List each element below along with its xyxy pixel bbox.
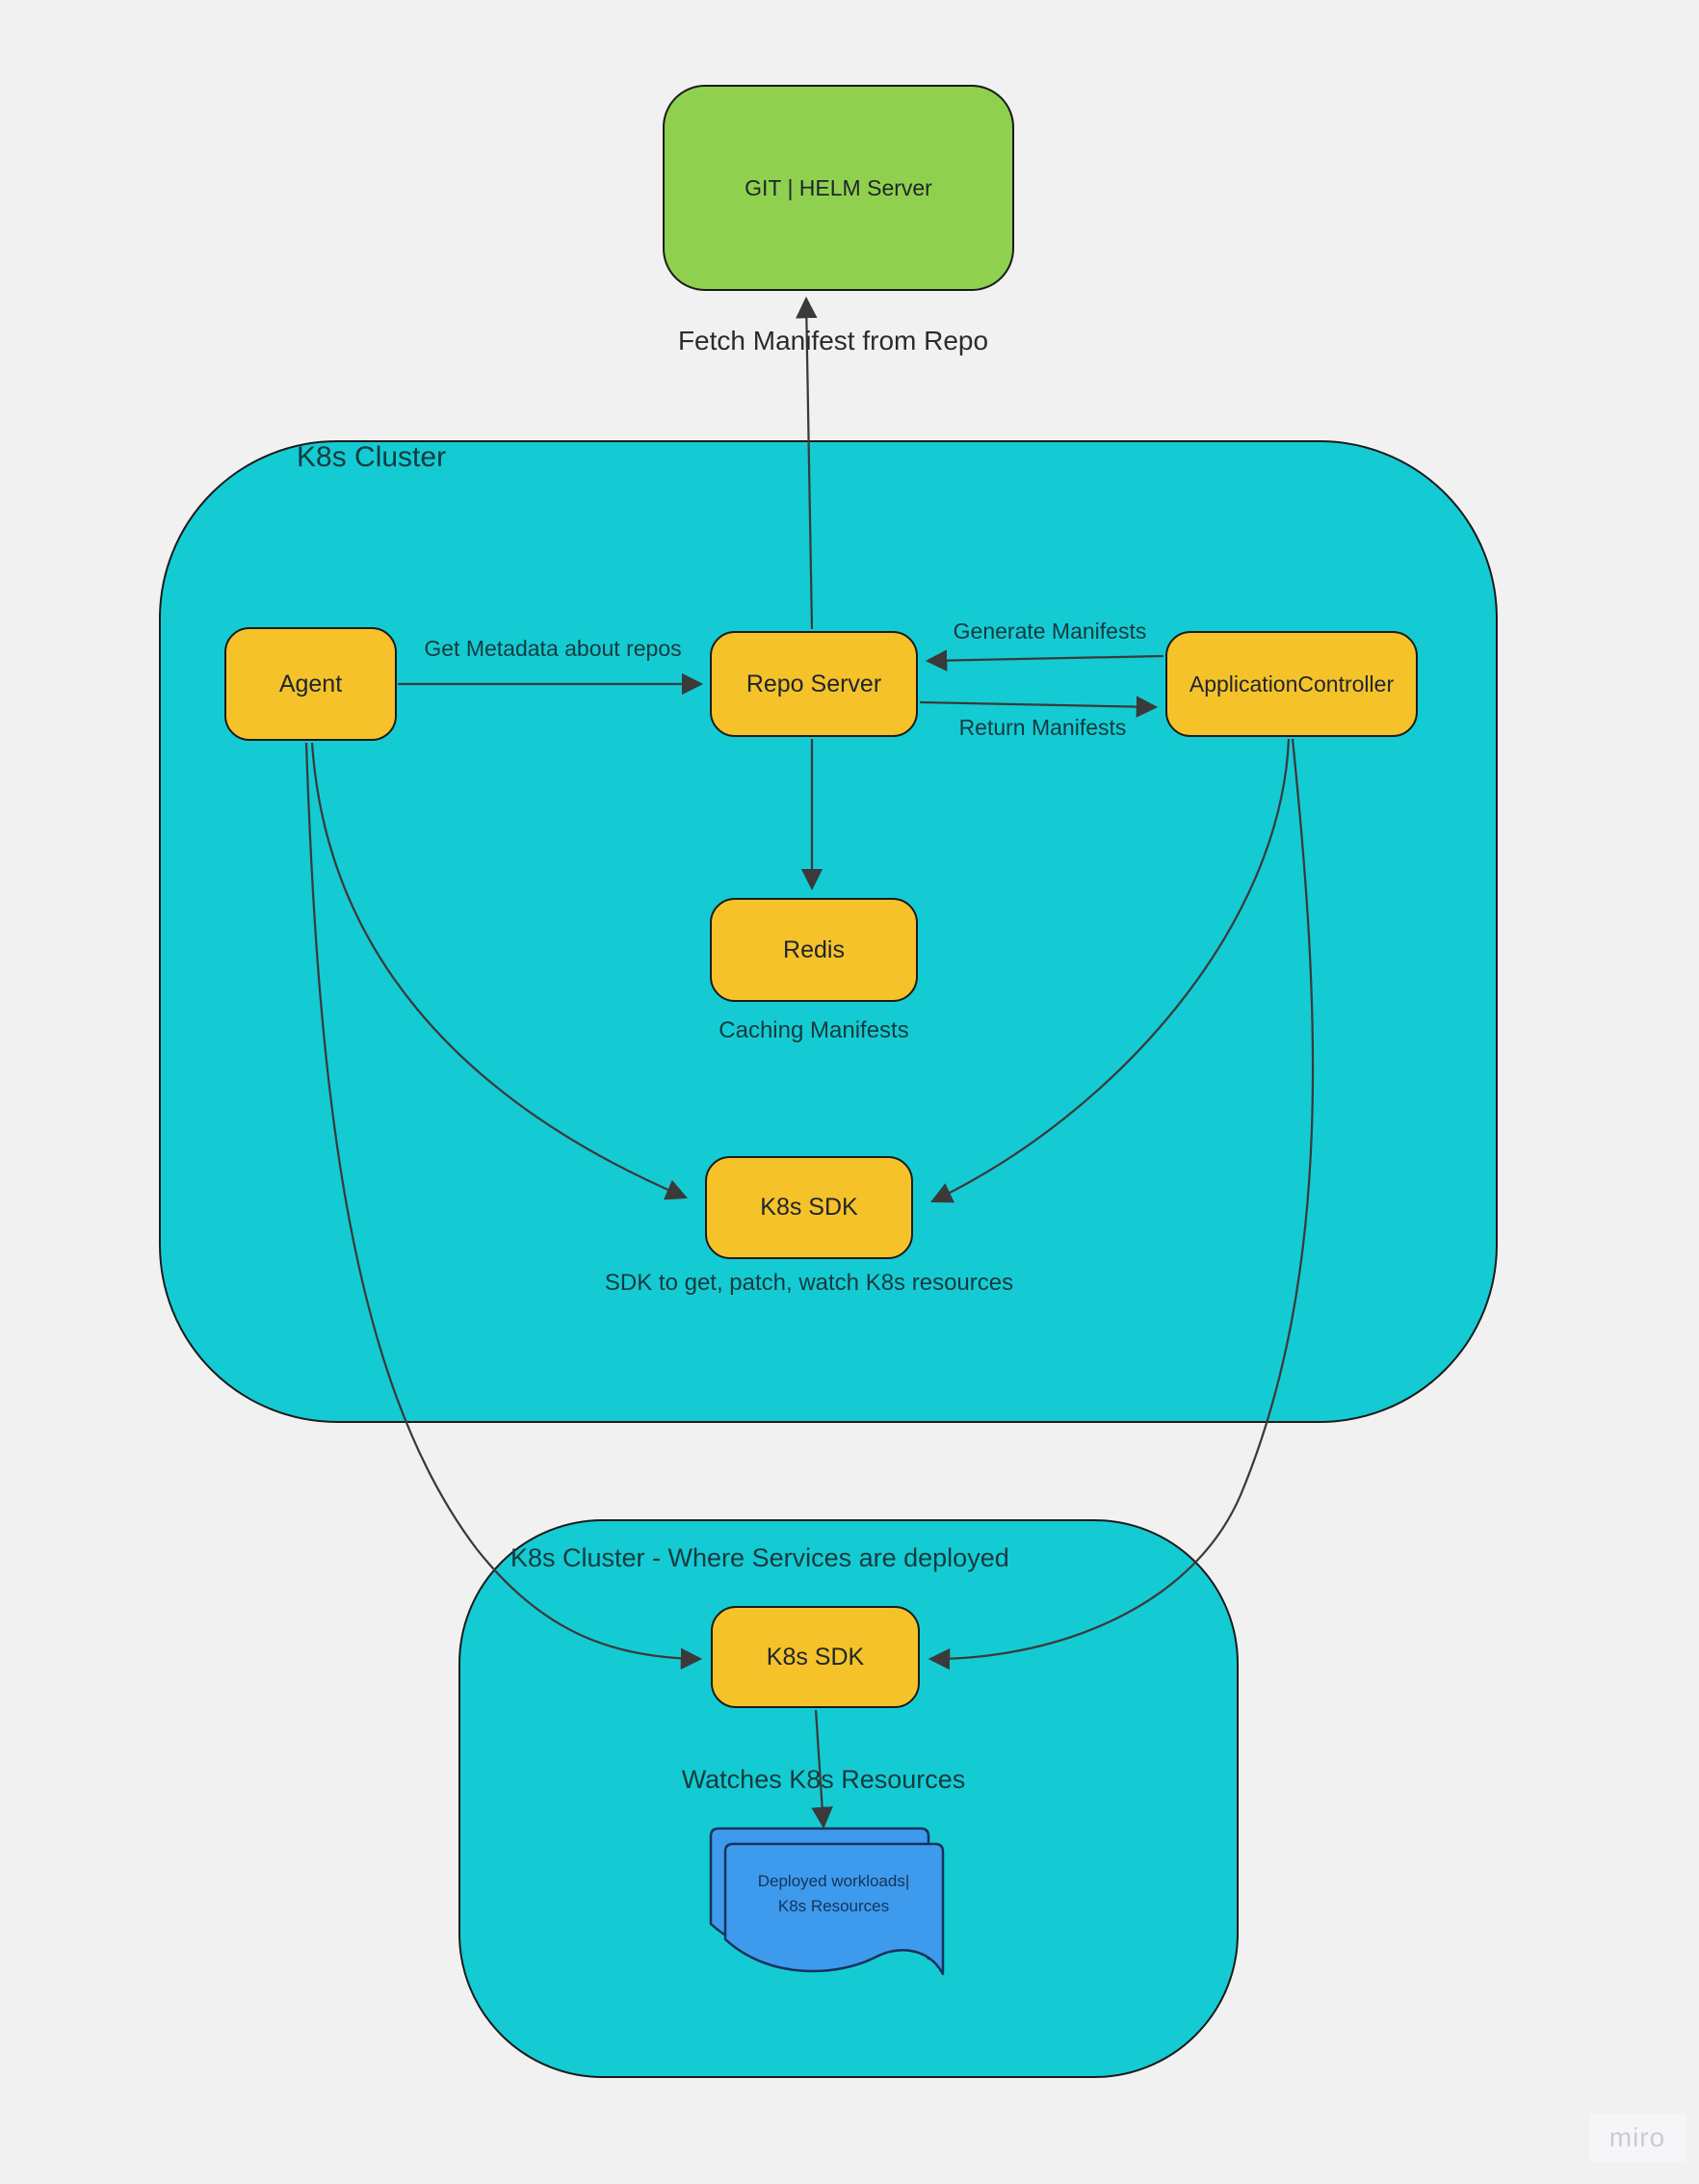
node-redis[interactable]: Redis <box>710 898 918 1002</box>
document-label-line2: K8s Resources <box>777 1897 890 1916</box>
cluster-main-title: K8s Cluster <box>297 441 447 473</box>
miro-logo: miro <box>1608 2122 1666 2152</box>
cluster-k8s-deploy[interactable] <box>458 1519 1239 2078</box>
node-k8s-sdk-main[interactable]: K8s SDK <box>705 1156 913 1259</box>
label-get-metadata: Get Metadata about repos <box>424 636 682 661</box>
document-label: Deployed workloads| K8s Resources <box>735 1869 932 1920</box>
node-application-controller[interactable]: ApplicationController <box>1165 631 1418 737</box>
node-repo-server[interactable]: Repo Server <box>710 631 918 737</box>
node-label: Repo Server <box>745 670 882 697</box>
node-label: K8s SDK <box>760 1194 858 1221</box>
document-label-line1: Deployed workloads| <box>757 1872 910 1890</box>
caption-sdk-purpose: SDK to get, patch, watch K8s resources <box>604 1270 1014 1296</box>
node-agent[interactable]: Agent <box>224 627 397 741</box>
node-label: ApplicationController <box>1189 671 1395 697</box>
node-label: GIT | HELM Server <box>745 174 932 200</box>
caption-watches-resources: Watches K8s Resources <box>681 1765 966 1794</box>
label-return-manifests: Return Manifests <box>958 715 1127 740</box>
label-fetch-manifest: Fetch Manifest from Repo <box>677 326 989 355</box>
node-git-helm-server[interactable]: GIT | HELM Server <box>663 85 1014 291</box>
node-label: Redis <box>783 935 845 963</box>
node-label: Agent <box>278 670 343 697</box>
node-label: K8s SDK <box>766 1643 865 1671</box>
caption-caching-manifests: Caching Manifests <box>719 1017 909 1043</box>
cluster-deploy-title: K8s Cluster - Where Services are deploye… <box>510 1543 1009 1572</box>
label-generate-manifests: Generate Manifests <box>953 618 1147 644</box>
miro-watermark: miro <box>1589 2114 1686 2162</box>
node-k8s-sdk-deploy[interactable]: K8s SDK <box>711 1606 920 1708</box>
